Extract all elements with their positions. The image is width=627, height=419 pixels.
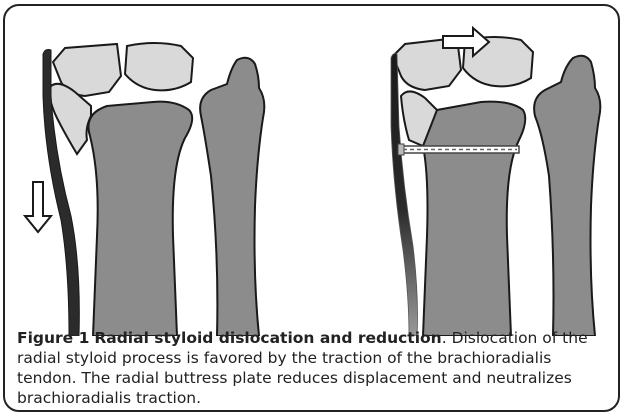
left-carpal-bone-2 <box>125 43 193 90</box>
title-period: . <box>442 329 452 347</box>
right-ulna <box>534 56 600 336</box>
right-radius-shaft <box>422 102 525 336</box>
left-ulna <box>200 58 264 336</box>
radial-buttress-plate <box>398 144 519 155</box>
figure-caption: Figure 1 Radial styloid dislocation and … <box>17 328 613 408</box>
left-panel-dislocation <box>25 43 264 336</box>
diagram-illustration <box>5 6 620 336</box>
down-arrow-icon <box>25 182 51 232</box>
right-panel-reduction <box>391 28 600 336</box>
figure-title: Radial styloid dislocation and reduction <box>94 329 441 347</box>
figure-frame: Figure 1 Radial styloid dislocation and … <box>3 4 620 412</box>
left-radius-shaft <box>88 102 192 336</box>
figure-label: Figure 1 <box>17 329 89 347</box>
